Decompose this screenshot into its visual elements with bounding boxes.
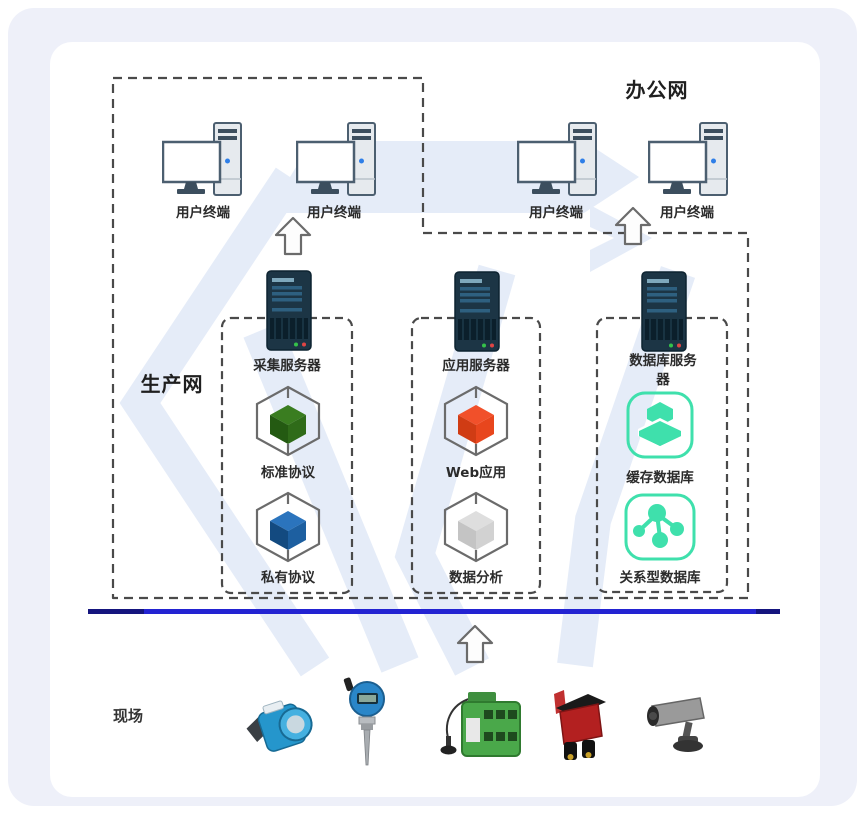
cube-icon: [443, 385, 509, 457]
collection-server: [266, 270, 312, 352]
web-app-module: [441, 384, 511, 458]
desktop-terminal-icon: [517, 122, 597, 196]
relay-device-icon: [554, 690, 606, 760]
database-server-label: 数据库服务器: [629, 353, 697, 388]
field-device-relay: [548, 688, 610, 764]
application-server: [454, 271, 500, 353]
pressure-transmitter-icon: [246, 700, 313, 752]
up-arrow-icon: [614, 206, 652, 246]
user-terminal-label: 用户终端: [529, 205, 583, 221]
network-trunk-line: [88, 609, 780, 614]
private-protocol-label: 私有协议: [261, 570, 315, 586]
user-terminal-label: 用户终端: [307, 205, 361, 221]
user-terminal: [162, 121, 244, 203]
server-tower-icon: [266, 270, 312, 351]
application-server-label: 应用服务器: [442, 358, 510, 374]
desktop-terminal-icon: [162, 122, 242, 196]
web-app-label: Web应用: [445, 465, 507, 481]
production-network-heading: 生产网: [140, 372, 204, 396]
data-analysis-module: [441, 490, 511, 564]
up-arrow-icon: [274, 216, 312, 256]
cube-icon: [255, 491, 321, 563]
collection-server-label: 采集服务器: [253, 358, 321, 374]
standard-protocol-module: [253, 384, 323, 458]
field-device-wireless-io-module: [438, 684, 524, 766]
desktop-terminal-icon: [648, 122, 728, 196]
wireless-io-module-icon: [440, 692, 521, 757]
field-device-pressure-transmitter: [246, 696, 316, 758]
user-terminal: [648, 121, 730, 203]
field-device-cctv-camera: [640, 694, 718, 754]
private-protocol-module: [253, 490, 323, 564]
cache-database-icon: [626, 391, 694, 459]
office-network-heading: 办公网: [625, 78, 689, 102]
cctv-camera-icon: [647, 697, 705, 752]
temperature-sensor-icon: [343, 677, 385, 766]
user-terminal: [517, 121, 599, 203]
cache-database-module: [625, 388, 695, 462]
cube-icon: [255, 385, 321, 457]
user-terminal: [296, 121, 378, 203]
up-arrow-icon: [456, 624, 494, 664]
cube-icon: [443, 491, 509, 563]
user-terminal-label: 用户终端: [660, 205, 714, 221]
field-heading: 现场: [112, 707, 143, 725]
desktop-terminal-icon: [296, 122, 376, 196]
standard-protocol-label: 标准协议: [261, 465, 315, 481]
database-server: [641, 271, 687, 353]
field-device-temperature-sensor: [337, 677, 393, 767]
watermark-logo-ribbons: [119, 167, 696, 677]
server-tower-icon: [641, 271, 687, 352]
relational-database-icon: [624, 493, 696, 561]
user-terminal-label: 用户终端: [176, 205, 230, 221]
data-analysis-label: 数据分析: [449, 570, 503, 586]
cache-database-label: 缓存数据库: [626, 470, 694, 486]
relational-database-label: 关系型数据库: [619, 570, 701, 586]
production-network-boundary: [111, 76, 750, 600]
server-tower-icon: [454, 271, 500, 352]
relational-database-module: [623, 492, 697, 562]
